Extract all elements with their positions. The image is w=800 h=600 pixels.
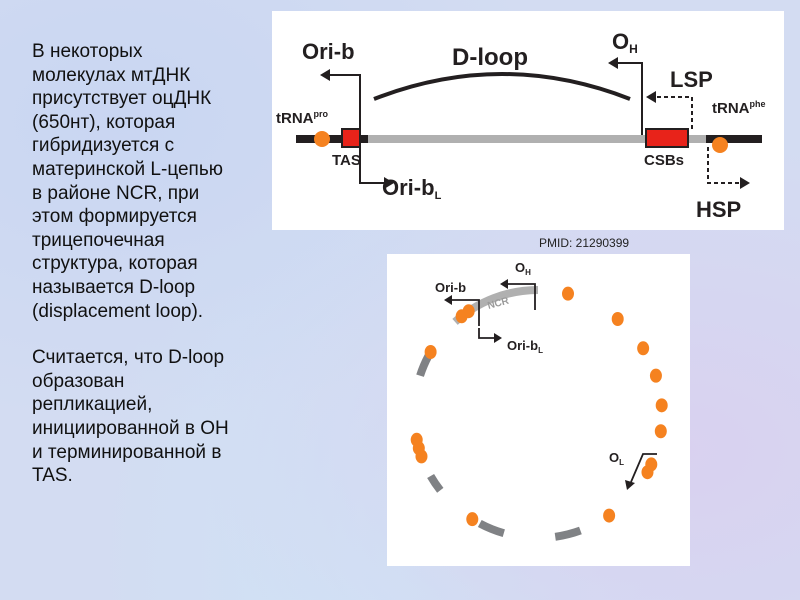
gene-marker [637,341,650,356]
trna-pro-marker [314,131,330,147]
circle-ori-b-arrow-icon [451,299,480,326]
mtdna-ring [416,286,582,541]
gene-markers [410,286,668,527]
trna-pro-label: tRNApro [276,109,329,127]
gene-marker [561,286,574,301]
ori-bl-arrow-icon [359,147,386,184]
pmid-reference: PMID: 21290399 [539,236,630,250]
csbs-box [645,128,689,148]
circle-ori-b-label: Ori-b [435,280,466,295]
dloop-label: D-loop [452,44,528,71]
oh-arrow-icon [616,62,643,135]
gray-segment [427,473,444,493]
hsp-arrow-icon [707,147,742,184]
linear-dloop-diagram: Ori-b D-loop OH LSP tRNApro tRNAphe TAS … [272,11,784,230]
paragraph-dloop-origin: Считается, что D-loop образован репликац… [32,347,229,487]
circle-ol-arrow-icon [630,453,657,483]
trna-phe-label: tRNAphe [712,99,766,117]
tas-label: TAS [332,152,361,169]
gene-marker [603,508,616,523]
gene-marker [410,432,423,447]
dna-strand-left [296,135,368,143]
paragraph-dloop-definition: В некоторых молекулах мтДНК присутствует… [32,41,223,322]
gene-marker [424,345,437,359]
circle-oh-label: OH [515,260,531,277]
ori-bl-label: Ori-bL [382,175,442,202]
hsp-label: HSP [696,197,741,222]
ori-b-arrow-icon [328,74,361,135]
circle-ori-bl-label: Ori-bL [507,338,543,355]
lsp-label: LSP [670,67,713,92]
description-text: В некоторых молекулах мтДНК присутствует… [32,40,272,488]
gene-marker [641,465,654,480]
circle-ori-bl-arrow-icon [478,328,495,339]
gene-marker [654,424,667,439]
circular-mtdna-diagram: OH Ori-b NCR Ori-bL OL [387,254,690,566]
gene-marker [649,368,662,383]
dloop-arc [373,72,631,101]
gray-segment [554,526,582,541]
ncr-strand [368,135,706,143]
lsp-arrow-icon [654,96,693,129]
trna-phe-marker [712,137,728,153]
gene-marker [466,512,479,527]
circle-oh-arrow-icon [507,283,536,310]
gray-segment [477,519,505,538]
circle-ol-label: OL [609,450,624,467]
ori-b-label: Ori-b [302,39,355,64]
oh-label: OH [612,29,638,56]
gene-marker [611,312,624,327]
gene-marker [462,304,475,319]
gene-marker [655,398,668,413]
gray-segment [416,353,433,377]
csbs-label: CSBs [644,152,684,169]
tas-box [341,128,361,148]
dna-strand-right [706,135,762,143]
